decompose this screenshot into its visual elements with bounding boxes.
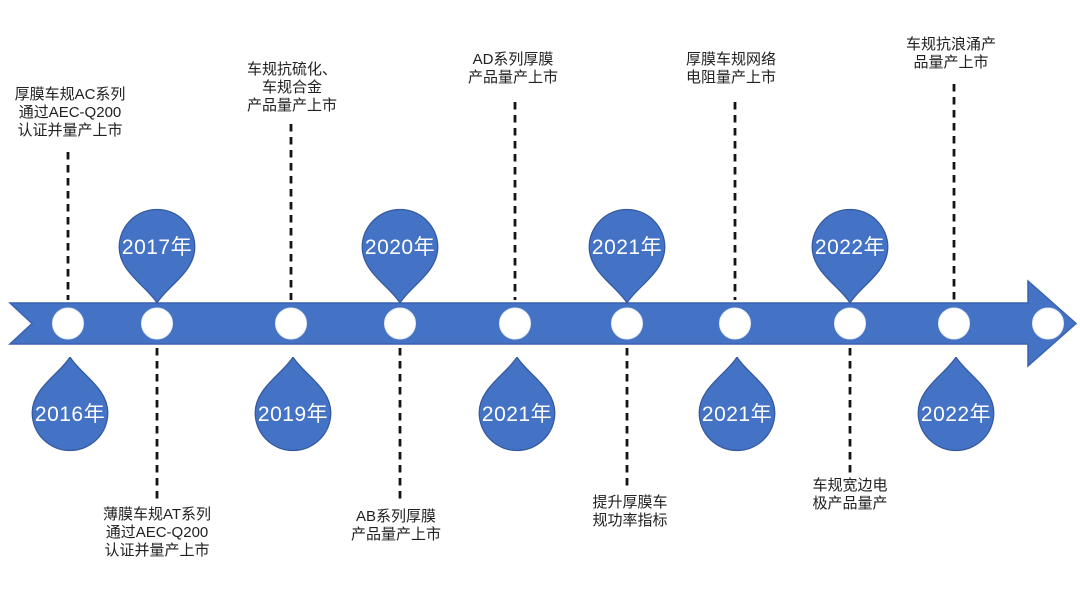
- teardrop-down-icon: [361, 208, 439, 303]
- milestone-label: 薄膜车规AT系列 通过AEC-Q200 认证并量产上市: [102, 506, 212, 559]
- teardrop-up-icon: [478, 357, 556, 452]
- milestone-label: AD系列厚膜 产品量产上市: [467, 51, 558, 86]
- milestone-label: 厚膜车规AC系列 通过AEC-Q200 认证并量产上市: [14, 86, 126, 139]
- year-label: 2017年: [121, 236, 193, 260]
- year-pin: 2021年: [695, 357, 779, 453]
- milestone-label: 提升厚膜车 规功率指标: [592, 494, 668, 529]
- milestone-label: AB系列厚膜 产品量产上市: [350, 508, 441, 543]
- year-label: 2020年: [364, 236, 436, 260]
- year-label: 2021年: [701, 402, 773, 426]
- timeline-node: [719, 307, 751, 340]
- teardrop-down-icon: [811, 208, 889, 303]
- timeline-node: [1032, 307, 1064, 340]
- year-pin: 2021年: [475, 357, 559, 453]
- year-label: 2021年: [481, 402, 553, 426]
- milestone-label: 车规抗硫化、 车规合金 产品量产上市: [246, 61, 337, 114]
- milestone-label: 厚膜车规网络 电阻量产上市: [685, 51, 776, 86]
- teardrop-up-icon: [31, 357, 109, 452]
- milestone-label: 车规抗浪涌产 品量产上市: [905, 36, 996, 71]
- timeline-node: [834, 307, 866, 340]
- timeline-node: [384, 307, 416, 340]
- year-label: 2022年: [814, 236, 886, 260]
- year-label: 2021年: [591, 236, 663, 260]
- teardrop-down-icon: [118, 208, 196, 303]
- year-pin: 2017年: [115, 207, 199, 303]
- year-label: 2016年: [34, 402, 106, 426]
- year-pin: 2016年: [28, 357, 112, 453]
- timeline-node: [141, 307, 173, 340]
- timeline-node: [52, 307, 84, 340]
- year-pin: 2022年: [808, 207, 892, 303]
- timeline-node: [499, 307, 531, 340]
- timeline-node: [275, 307, 307, 340]
- teardrop-up-icon: [917, 357, 995, 452]
- year-pin: 2021年: [585, 207, 669, 303]
- year-label: 2022年: [920, 402, 992, 426]
- teardrop-up-icon: [698, 357, 776, 452]
- year-pin: 2022年: [914, 357, 998, 453]
- timeline-arrow-band: [8, 279, 1078, 368]
- year-pin: 2020年: [358, 207, 442, 303]
- teardrop-down-icon: [588, 208, 666, 303]
- year-label: 2019年: [257, 402, 329, 426]
- teardrop-up-icon: [254, 357, 332, 452]
- timeline-node: [938, 307, 970, 340]
- year-pin: 2019年: [251, 357, 335, 453]
- milestone-label: 车规宽边电 极产品量产: [812, 477, 888, 512]
- timeline-node: [611, 307, 643, 340]
